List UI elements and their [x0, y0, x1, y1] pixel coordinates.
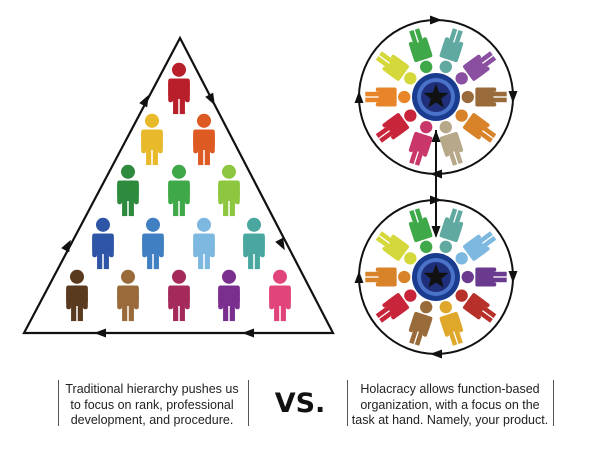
- person-icon: [218, 269, 240, 322]
- star-icon: [423, 84, 449, 108]
- person-icon: [193, 217, 215, 270]
- person-icon: [405, 26, 438, 76]
- arrow-icon: [431, 226, 441, 238]
- caption-line: development, and procedure.: [70, 413, 234, 427]
- person-icon: [141, 113, 163, 166]
- arrow-icon: [354, 91, 364, 103]
- person-icon: [434, 26, 467, 76]
- circle-bottom: [354, 195, 518, 359]
- person-icon: [461, 87, 507, 107]
- pyramid-outline: [22, 35, 335, 335]
- person-icon: [168, 164, 190, 217]
- star-icon: [423, 264, 449, 288]
- person-icon: [142, 217, 164, 270]
- person-icon: [405, 206, 438, 256]
- arrow-icon: [508, 271, 518, 283]
- caption-traditional: Traditional hierarchy pushes us to focus…: [60, 382, 244, 429]
- divider-right: [553, 380, 554, 426]
- person-icon: [218, 164, 240, 217]
- person-icon: [66, 269, 88, 322]
- arrow-icon: [508, 91, 518, 103]
- arrow-icon: [431, 130, 441, 142]
- holacracy-circles: [354, 15, 518, 359]
- caption-line: Traditional hierarchy pushes us: [65, 382, 239, 396]
- person-icon: [461, 267, 507, 287]
- person-icon: [365, 267, 411, 287]
- arrow-icon: [94, 328, 106, 338]
- person-icon: [117, 269, 139, 322]
- caption-line: Holacracy allows function-based: [360, 382, 540, 396]
- person-icon: [269, 269, 291, 322]
- person-icon: [117, 164, 139, 217]
- caption-holacracy: Holacracy allows function-based organiza…: [350, 382, 550, 429]
- person-icon: [168, 269, 190, 322]
- arrow-icon: [205, 92, 219, 108]
- arrow-icon: [242, 328, 254, 338]
- person-icon: [434, 298, 467, 348]
- person-icon: [405, 118, 438, 168]
- caption-line: organization, with a focus on the: [360, 397, 540, 412]
- person-icon: [168, 62, 190, 115]
- person-icon: [434, 206, 467, 256]
- vs-label: VS.: [274, 388, 326, 419]
- hierarchy-vs-holacracy-diagram: [22, 15, 518, 359]
- person-icon: [405, 298, 438, 348]
- person-icon: [92, 217, 114, 270]
- divider-mid-left: [248, 380, 249, 426]
- arrow-icon: [430, 349, 442, 359]
- arrow-icon: [430, 15, 442, 25]
- divider-left: [58, 380, 59, 426]
- caption-line: task at hand. Namely, your product.: [351, 413, 549, 427]
- circle-top: [354, 15, 518, 179]
- arrow-icon: [354, 271, 364, 283]
- person-icon: [193, 113, 215, 166]
- person-icon: [365, 87, 411, 107]
- hierarchy-pyramid: [22, 35, 335, 338]
- caption-line: to focus on rank, professional: [70, 397, 234, 412]
- divider-mid-right: [347, 380, 348, 426]
- person-icon: [243, 217, 265, 270]
- person-icon: [434, 118, 467, 168]
